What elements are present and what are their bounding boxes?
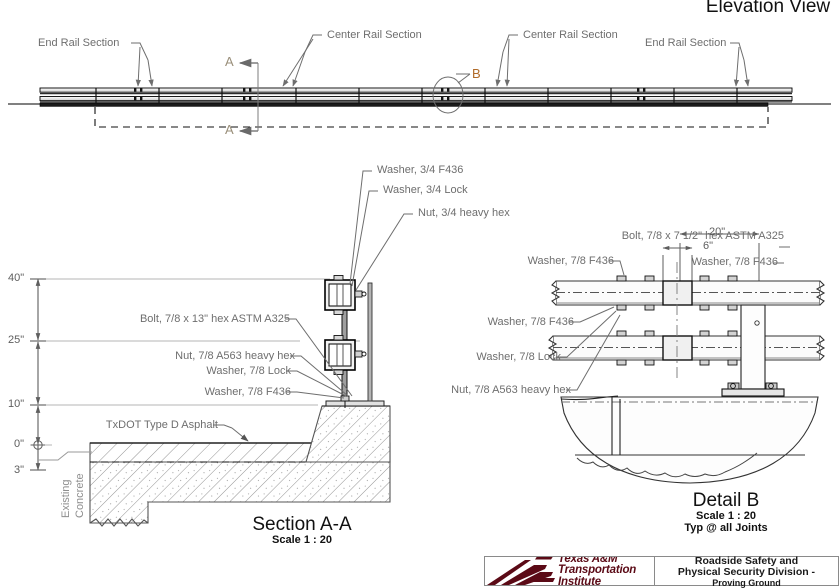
section-marker-a-top: A	[225, 54, 234, 69]
splice-left	[134, 88, 143, 101]
elevation-view-geometry	[8, 34, 831, 136]
dimension-3in: 3"	[14, 464, 25, 476]
detail-b-geometry	[547, 231, 826, 484]
elevation-mid-rail	[39, 96, 793, 102]
callout-end-rail-section-right: End Rail Section	[645, 37, 727, 49]
detail-upper-bolts	[616, 275, 738, 311]
org-line-1: Roadside Safety and	[694, 554, 799, 567]
title-block-logo-text: Texas A&M Transportation Institute	[557, 557, 636, 585]
dimension-ladder	[30, 278, 46, 471]
section-upper-leaders	[349, 170, 790, 291]
splice-mid-right	[637, 88, 646, 101]
callout-db-nut-78-a563-heavy-hex: Nut, 7/8 A563 heavy hex	[451, 384, 571, 396]
callout-bolt-78-7half-astm-a325: Bolt, 7/8 x 7 1/2" hex ASTM A325	[621, 230, 784, 242]
label-existing-concrete-line1: Existing	[60, 479, 72, 518]
detail-post	[740, 304, 766, 390]
detail-base-plate	[721, 382, 785, 397]
title-block-org-cell: Roadside Safety and Physical Security Di…	[655, 554, 838, 588]
callout-center-rail-section-left: Center Rail Section	[327, 29, 422, 41]
callout-db-washer-78-lock: Washer, 7/8 Lock	[476, 351, 561, 363]
section-upper-rail	[324, 275, 367, 315]
base-plate	[325, 400, 385, 407]
detail-b-scale: Scale 1 : 20	[696, 510, 756, 522]
detail-b-leaders	[556, 260, 625, 391]
logo-line-2: Transportation	[558, 564, 637, 577]
title-block-logo-cell: Texas A&M Transportation Institute	[485, 557, 655, 585]
title-block: Texas A&M Transportation Institute Roads…	[484, 554, 839, 588]
section-aa-scale: Scale 1 : 20	[272, 534, 332, 546]
elevation-splice-bolts	[134, 88, 646, 101]
section-reference-lines	[30, 278, 360, 446]
org-line-3: Proving Ground	[712, 577, 781, 588]
dimension-0in: 0"	[14, 438, 25, 450]
existing-concrete-leader	[38, 451, 92, 461]
section-marker-a-bottom: A	[225, 122, 234, 137]
logo-line-1: Texas A&M	[558, 557, 618, 566]
dimension-25in: 25"	[8, 334, 25, 346]
detail-marker-b: B	[472, 66, 481, 81]
section-cut-a	[238, 58, 259, 136]
detail-footing	[560, 395, 819, 484]
callout-washer-34-f436: Washer, 3/4 F436	[377, 164, 464, 176]
callout-nut-34-heavy-hex: Nut, 3/4 heavy hex	[418, 207, 510, 219]
hidden-footing-outline	[94, 107, 769, 128]
elevation-top-rail	[39, 87, 793, 93]
detail-circle-b	[432, 73, 471, 114]
callout-washer-78-lock: Washer, 7/8 Lock	[206, 365, 291, 377]
detail-b-note: Typ @ all Joints	[684, 522, 768, 534]
callout-center-rail-section-right: Center Rail Section	[523, 29, 618, 41]
callout-end-rail-section-left: End Rail Section	[38, 37, 120, 49]
callout-washer-78-f436-upper: Washer, 7/8 F436	[691, 256, 778, 268]
callout-washer-78-f436: Washer, 7/8 F436	[204, 386, 291, 398]
callout-txdot-type-d-asphalt: TxDOT Type D Asphalt	[105, 419, 218, 431]
splice-center	[441, 88, 450, 101]
callout-nut-78-a563-heavy-hex: Nut, 7/8 A563 heavy hex	[175, 350, 295, 362]
callout-washer-34-lock: Washer, 3/4 Lock	[383, 184, 468, 196]
detail-b-title: Detail B	[692, 490, 760, 511]
elevation-base-rail	[39, 102, 769, 107]
logo-line-3: Institute	[558, 575, 601, 585]
section-back-post	[367, 282, 373, 402]
callout-db-washer-78-f436-top: Washer, 7/8 F436	[527, 255, 614, 267]
detail-dimension-6in: 6"	[703, 240, 714, 252]
elevation-posts	[95, 88, 738, 103]
section-aa-geometry	[30, 170, 790, 527]
concrete-pedestal	[305, 405, 391, 463]
detail-upper-rail	[550, 280, 826, 306]
tti-highway-logo-icon	[485, 557, 557, 585]
dimension-40in: 40"	[8, 272, 25, 284]
dimension-10in: 10"	[8, 398, 25, 410]
splice-mid-left	[243, 88, 252, 101]
detail-lower-bolts	[616, 330, 738, 366]
org-line-2: Physical Security Division -	[677, 565, 816, 578]
label-existing-concrete-line2: Concrete	[74, 473, 86, 518]
callout-bolt-78-13-astm-a325: Bolt, 7/8 x 13" hex ASTM A325	[139, 313, 290, 325]
elevation-leaders	[131, 34, 750, 87]
detail-dimension-20in: 20"	[709, 226, 726, 238]
section-aa-title: Section A-A	[252, 514, 352, 535]
section-left-leaders	[213, 318, 353, 442]
concrete-break-line	[89, 518, 149, 527]
detail-lower-rail	[547, 335, 826, 361]
callout-db-washer-78-f436: Washer, 7/8 F436	[487, 316, 574, 328]
elevation-view-title: Elevation View	[705, 0, 831, 17]
